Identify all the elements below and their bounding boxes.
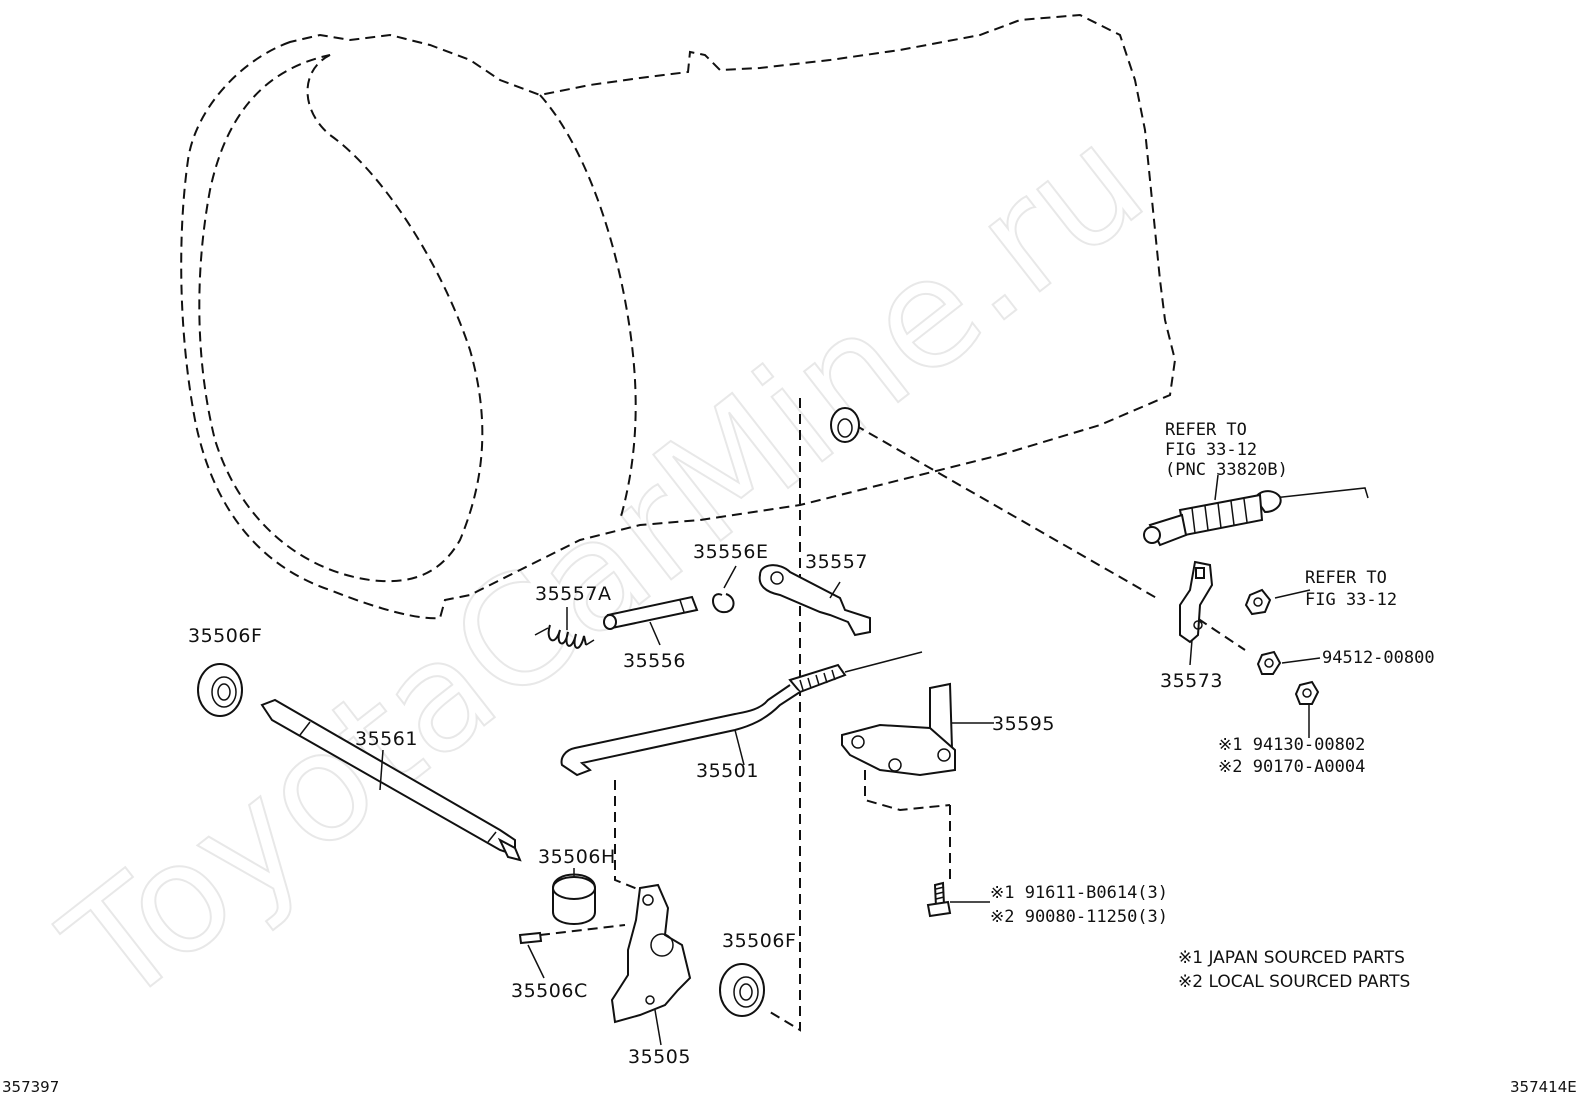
label-35506F-top: 35506F [188, 625, 262, 647]
label-94130-00802: ※1 94130-00802 [1218, 735, 1365, 755]
e-ring-icon [712, 593, 735, 614]
transmission-control-rod-icon [560, 651, 923, 777]
label-35505: 35505 [628, 1046, 691, 1068]
figure-code-right: 357414E [1510, 1078, 1577, 1096]
label-35501: 35501 [696, 760, 759, 782]
leader-lines [379, 474, 1321, 1046]
nut-icon [1244, 588, 1272, 616]
torsion-spring-icon [534, 624, 595, 649]
refer-cable-line-3: (PNC 33820B) [1165, 460, 1288, 480]
refer-cable-line-1: REFER TO [1165, 420, 1247, 440]
pin-icon [603, 595, 699, 630]
manual-valve-shaft-icon [260, 698, 522, 862]
label-90080-11250: ※2 90080-11250(3) [990, 907, 1168, 927]
transmission-housing-outline [180, 13, 1177, 620]
label-35557: 35557 [805, 551, 868, 573]
detent-lever-icon [758, 564, 871, 637]
control-rod-bracket-icon [841, 682, 956, 812]
label-35556: 35556 [623, 650, 686, 672]
label-35506F-bottom: 35506F [722, 930, 796, 952]
manual-valve-lever-icon [610, 883, 692, 1024]
label-35595: 35595 [992, 713, 1055, 735]
label-35506H: 35506H [538, 846, 616, 868]
label-90170-A0004: ※2 90170-A0004 [1218, 757, 1365, 777]
label-94512-00800: 94512-00800 [1322, 648, 1435, 668]
oil-seal-top-icon [197, 663, 243, 717]
flange-nut-icon [1294, 680, 1320, 705]
label-91611-B0614: ※1 91611-B0614(3) [990, 883, 1168, 903]
label-35573: 35573 [1160, 670, 1223, 692]
legend-japan-sourced: ※1 JAPAN SOURCED PARTS [1178, 948, 1405, 968]
legend-local-sourced: ※2 LOCAL SOURCED PARTS [1178, 972, 1410, 992]
figure-code-left: 357397 [2, 1078, 59, 1096]
refer-nut-line-1: REFER TO [1305, 568, 1387, 588]
oil-seal-bottom-icon [719, 963, 765, 1017]
bolt-icon [926, 881, 952, 918]
refer-cable-line-2: FIG 33-12 [1165, 440, 1257, 460]
label-35556E: 35556E [693, 541, 768, 563]
spring-pin-icon [518, 931, 543, 945]
cable-bracket-icon [1179, 560, 1214, 644]
collar-icon [552, 873, 596, 925]
refer-nut-line-2: FIG 33-12 [1305, 590, 1397, 610]
label-35557A: 35557A [535, 583, 611, 605]
washer-nut-icon [1256, 650, 1282, 675]
label-35561: 35561 [355, 728, 418, 750]
o-ring-icon [830, 407, 860, 443]
label-35506C: 35506C [511, 980, 588, 1002]
select-cable-icon [1143, 487, 1369, 547]
